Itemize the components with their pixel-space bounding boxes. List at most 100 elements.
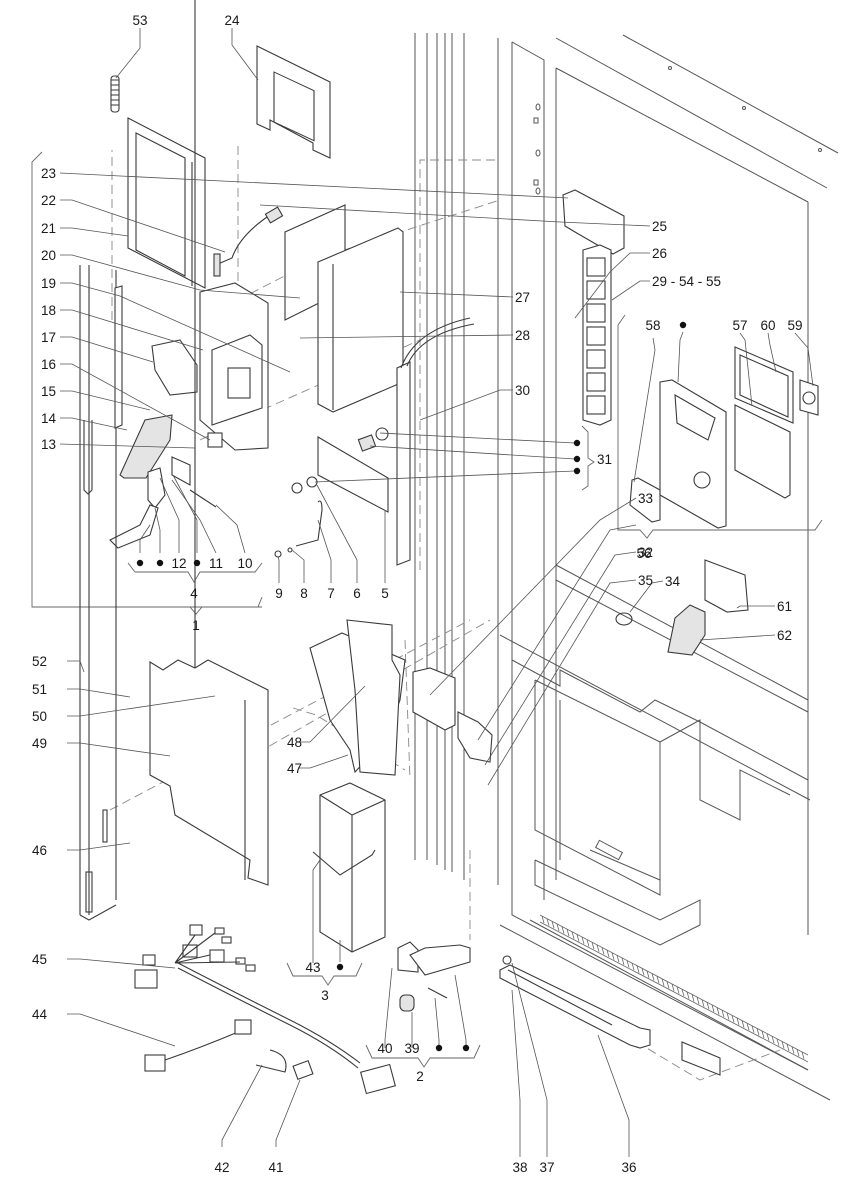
- callout-62: 62: [777, 628, 792, 643]
- callout-19: 19: [41, 276, 56, 291]
- callout-18: 18: [41, 303, 56, 318]
- rail-tooth: [636, 965, 640, 973]
- rail-tooth: [646, 970, 650, 979]
- callout-48: 48: [287, 735, 302, 750]
- rail-tooth: [776, 1038, 780, 1046]
- rail-tooth: [556, 923, 560, 931]
- door-profile-52: [79, 265, 117, 921]
- callout-dot: [136, 559, 144, 567]
- selection-button-icon: [586, 303, 606, 323]
- keypad-board-17: [151, 339, 198, 396]
- selection-button-icon: [586, 326, 606, 346]
- display-housing-18: [199, 282, 269, 451]
- rail-tooth: [711, 1004, 715, 1012]
- selection-button-icon: [586, 280, 606, 300]
- callout-13: 13: [41, 437, 56, 452]
- selection-button-icon: [586, 372, 606, 392]
- callout-dot: [573, 455, 581, 463]
- rail-tooth: [671, 983, 675, 992]
- rail-tooth: [631, 962, 635, 971]
- coin-box-housing-49: [149, 659, 269, 886]
- connector-41: [292, 1059, 314, 1081]
- rail-tooth: [746, 1023, 750, 1031]
- callout-50: 50: [32, 709, 47, 724]
- callout-41: 41: [268, 1160, 283, 1175]
- rail-tooth: [676, 986, 680, 994]
- callout-10: 10: [237, 556, 252, 571]
- rail-tooth: [691, 994, 695, 1002]
- rail-tooth: [651, 973, 655, 981]
- rail-tooth: [621, 957, 625, 965]
- callout-labels: 53 24 23 22 21 20 19 18 17 16 15 14 13 1…: [32, 13, 803, 1175]
- parts: [79, 0, 819, 1095]
- rail-tooth: [796, 1049, 800, 1057]
- coin-return-cover-62: [667, 604, 706, 656]
- callout-15: 15: [41, 384, 56, 399]
- callout-45: 45: [32, 952, 47, 967]
- callout-5: 5: [381, 586, 389, 601]
- callout-28: 28: [515, 328, 530, 343]
- rail-tooth: [781, 1041, 785, 1049]
- callout-20: 20: [41, 248, 56, 263]
- callout-51: 51: [32, 682, 47, 697]
- callout-61: 61: [777, 599, 792, 614]
- callout-dots: [136, 321, 687, 1052]
- rail-tooth: [736, 1017, 740, 1026]
- rail-tooth: [566, 928, 570, 937]
- grommet-34: [615, 612, 633, 626]
- rail-tooth: [601, 947, 605, 955]
- back-plate-57: [734, 404, 791, 499]
- leader-lines: [59, 28, 814, 1157]
- lock-plate-5: [317, 436, 389, 513]
- callout-8: 8: [300, 586, 308, 601]
- rail-hatch: [541, 915, 805, 1059]
- rail-tooth: [741, 1020, 745, 1028]
- rail-tooth: [761, 1030, 765, 1039]
- rail-tooth: [596, 944, 600, 952]
- cable-tie-42: [255, 1049, 287, 1073]
- callout-34: 34: [665, 574, 681, 589]
- rail-tooth: [766, 1033, 770, 1041]
- rail-tooth: [786, 1043, 790, 1052]
- rail-tooth: [656, 976, 660, 984]
- selection-button-icon: [586, 349, 606, 369]
- callout-7: 7: [327, 586, 335, 601]
- selection-button-icon: [586, 257, 606, 277]
- coin-entry-plate: [659, 379, 727, 529]
- callout-31: 31: [597, 452, 612, 467]
- callout-37: 37: [539, 1160, 554, 1175]
- rail-tooth: [706, 1002, 710, 1010]
- callout-36: 36: [621, 1160, 636, 1175]
- chute-48: [346, 619, 401, 776]
- callout-14: 14: [41, 411, 57, 426]
- callout-33: 33: [638, 491, 653, 506]
- rail-tooth: [571, 931, 575, 939]
- rail-tooth: [616, 955, 620, 963]
- callout-25: 25: [652, 219, 667, 234]
- callout-dot: [462, 1044, 470, 1052]
- callout-17: 17: [41, 330, 56, 345]
- selection-button-icon: [586, 395, 606, 415]
- rail-tooth: [606, 949, 610, 958]
- bracket-33: [412, 667, 456, 731]
- rail-tooth: [721, 1009, 725, 1018]
- callout-6: 6: [353, 586, 361, 601]
- coin-chute-58: [629, 477, 661, 523]
- coin-return-cup-61: [704, 559, 749, 613]
- ribbon-cable-22: [217, 214, 271, 265]
- callout-29-54-55: 29 - 54 - 55: [652, 274, 721, 289]
- callout-44: 44: [32, 1007, 48, 1022]
- callout-16: 16: [41, 357, 56, 372]
- callout-30: 30: [515, 383, 530, 398]
- callout-57: 57: [732, 318, 747, 333]
- latch-32: [457, 711, 493, 763]
- coin-box-43: [312, 782, 386, 953]
- callout-26: 26: [652, 246, 667, 261]
- rail-tooth: [641, 968, 645, 976]
- rail-tooth: [751, 1025, 755, 1033]
- callout-39: 39: [404, 1041, 419, 1056]
- window-60: [734, 346, 794, 424]
- selection-panel-29: [582, 244, 612, 426]
- cabinet-frame: [414, 33, 839, 1101]
